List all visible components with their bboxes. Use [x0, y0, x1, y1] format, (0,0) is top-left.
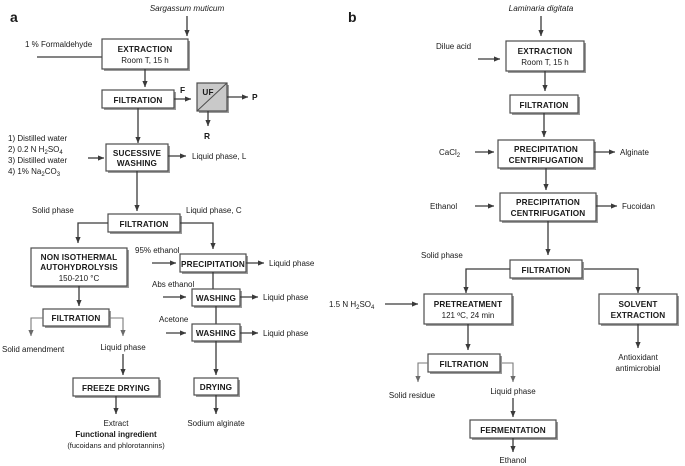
- label-stream-P: P: [252, 92, 258, 102]
- box-pretreatment-title: PRETREATMENT: [434, 300, 503, 309]
- label-functional-ingredient: Functional ingredient: [75, 430, 157, 439]
- label-extract: Extract: [104, 419, 130, 428]
- box-precipitation-centrifugation-2[interactable]: [499, 192, 597, 222]
- box-solvent-line1: SOLVENT: [618, 300, 657, 309]
- box-pretreatment[interactable]: [423, 293, 513, 325]
- box-filtration2-a-title: FILTRATION: [120, 220, 169, 229]
- label-stream-F: F: [180, 85, 185, 95]
- box-autohydrolysis-line2: AUTOHYDROLYSIS: [40, 263, 118, 272]
- label-dilute-acid: Dilue acid: [436, 42, 471, 51]
- box-extraction-b-title: EXTRACTION: [518, 47, 573, 56]
- box-precip1-line2: CENTRIFUGATION: [509, 156, 584, 165]
- box-precipitation-centrifugation-1[interactable]: [497, 139, 595, 169]
- edge-filtration3-liquidphase-b: [502, 362, 516, 383]
- box-filtration3-b-title: FILTRATION: [440, 360, 489, 369]
- box-filtration1-b-title: FILTRATION: [520, 101, 569, 110]
- box-extraction-a[interactable]: [101, 38, 189, 70]
- box-autohydrolysis[interactable]: [30, 247, 128, 287]
- label-alginate: Alginate: [620, 148, 649, 157]
- label-wash-3: 3) Distilled water: [8, 156, 67, 165]
- edge-filtration3-solidresidue: [415, 362, 428, 383]
- box-solvent-line2: EXTRACTION: [611, 311, 666, 320]
- label-solid-phase-b: Solid phase: [421, 251, 463, 260]
- label-antioxidant-1: Antioxidant: [618, 353, 658, 362]
- box-extraction-a-title: EXTRACTION: [118, 45, 173, 54]
- box-uf-title: UF: [202, 88, 213, 97]
- label-wash-1: 1) Distilled water: [8, 134, 67, 143]
- label-liquid-phase-a1: Liquid phase: [100, 343, 146, 352]
- box-filtration2-b-title: FILTRATION: [522, 266, 571, 275]
- box-fermentation-title: FERMENTATION: [480, 426, 546, 435]
- edge-filtration2-solventextraction: [584, 268, 641, 294]
- box-washing1-a-title: WASHING: [196, 294, 236, 303]
- label-ethanol-product: Ethanol: [499, 456, 526, 465]
- panel-a-letter: a: [10, 9, 18, 25]
- panel-a-feedstock: Sargassum muticum: [150, 4, 225, 13]
- box-extraction-b-subtitle: Room T, 15 h: [521, 58, 568, 67]
- label-wash-4: 4) 1% Na2CO3: [8, 167, 61, 178]
- label-acetone: Acetone: [159, 315, 189, 324]
- box-filtration1-a-title: FILTRATION: [114, 96, 163, 105]
- label-solid-residue: Solid residue: [389, 391, 436, 400]
- box-successive-washing[interactable]: [105, 143, 169, 172]
- box-pretreatment-subtitle: 121 ºC, 24 min: [442, 311, 495, 320]
- edge-filtration3-liquid: [109, 317, 126, 337]
- box-autohydrolysis-line1: NON ISOTHERMAL: [41, 253, 118, 262]
- panel-b-feedstock: Laminaria digitata: [509, 4, 574, 13]
- box-filtration3-a-title: FILTRATION: [52, 314, 101, 323]
- edge-filtration3-solid-amendment: [28, 317, 43, 337]
- label-antioxidant-2: antimicrobial: [616, 364, 661, 373]
- label-cacl2: CaCl2: [439, 148, 461, 159]
- box-successive-washing-line2: WASHING: [117, 159, 157, 168]
- box-freeze-drying-title: FREEZE DRYING: [82, 384, 150, 393]
- label-liquid-L: Liquid phase, L: [192, 152, 247, 161]
- uf-diagonal-divider: [196, 82, 228, 112]
- label-liquid-phase-a4: Liquid phase: [263, 329, 309, 338]
- box-precip2-line1: PRECIPITATION: [516, 198, 580, 207]
- edge-filtration2-solidphase: [75, 222, 108, 244]
- label-sodium-alginate: Sodium alginate: [187, 419, 245, 428]
- label-ethanol-b: Ethanol: [430, 202, 457, 211]
- box-drying-title: DRYING: [200, 383, 232, 392]
- box-extraction-a-subtitle: Room T, 15 h: [121, 56, 168, 65]
- label-wash-2: 2) 0.2 N H2SO4: [8, 145, 63, 156]
- label-h2so4: 1.5 N H2SO4: [329, 300, 375, 311]
- box-extraction-b[interactable]: [505, 40, 585, 72]
- label-functional-note: (fucoidans and phlorotannins): [67, 441, 164, 450]
- label-liquid-phase-b: Liquid phase: [490, 387, 536, 396]
- box-solvent-extraction[interactable]: [598, 293, 678, 325]
- label-stream-R: R: [204, 131, 210, 141]
- box-precip1-line1: PRECIPITATION: [514, 145, 578, 154]
- label-liquid-C: Liquid phase, C: [186, 206, 242, 215]
- panel-b-letter: b: [348, 9, 357, 25]
- label-solid-amendment: Solid amendment: [2, 345, 65, 354]
- box-precipitation-a-title: PRECIPITATION: [181, 260, 245, 269]
- edge-filtration2-pretreatment: [463, 268, 510, 294]
- label-fucoidan: Fucoidan: [622, 202, 655, 211]
- label-solid-phase-a: Solid phase: [32, 206, 74, 215]
- label-formaldehyde: 1 % Formaldehyde: [25, 40, 93, 49]
- box-successive-washing-line1: SUCESSIVE: [113, 149, 162, 158]
- label-95-ethanol: 95% ethanol: [135, 246, 180, 255]
- label-liquid-phase-a2: Liquid phase: [269, 259, 315, 268]
- box-washing2-a-title: WASHING: [196, 329, 236, 338]
- edge-filtration2-liquidC: [180, 222, 216, 250]
- label-abs-ethanol: Abs ethanol: [152, 280, 194, 289]
- label-liquid-phase-a3: Liquid phase: [263, 293, 309, 302]
- box-precip2-line2: CENTRIFUGATION: [511, 209, 586, 218]
- box-autohydrolysis-subtitle: 150-210 °C: [59, 274, 100, 283]
